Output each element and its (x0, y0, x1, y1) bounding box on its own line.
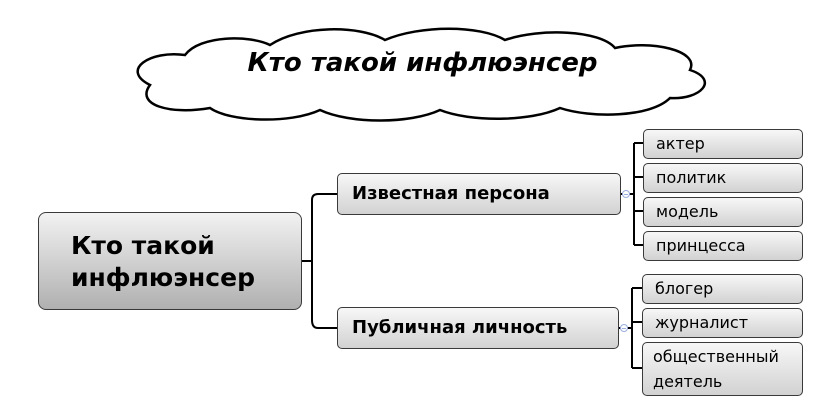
leaf-blogger[interactable]: блогер (642, 274, 803, 304)
leaf-line-2: деятель (653, 372, 723, 391)
collapse-icon[interactable] (622, 190, 630, 198)
leaf-journalist[interactable]: журналист (642, 308, 803, 338)
cloud-title: Кто такой инфлюэнсер (247, 48, 598, 78)
leaf-princess[interactable]: принцесса (643, 231, 803, 261)
branch-public-figure[interactable]: Публичная личность (337, 307, 619, 349)
branch-famous-person[interactable]: Известная персона (337, 173, 621, 215)
leaf-model[interactable]: модель (643, 197, 803, 227)
leaf-actor[interactable]: актер (643, 129, 803, 159)
leaf-politician[interactable]: политик (643, 163, 803, 193)
root-line-2: инфлюэнсер (71, 263, 255, 292)
root-line-1: Кто такой (71, 231, 215, 260)
root-node[interactable]: Кто такой инфлюэнсер (38, 212, 302, 310)
cloud-shape (136, 27, 706, 122)
leaf-line-1: общественный (653, 347, 779, 366)
collapse-icon[interactable] (620, 324, 628, 332)
leaf-public-figure[interactable]: общественный деятель (642, 342, 803, 396)
